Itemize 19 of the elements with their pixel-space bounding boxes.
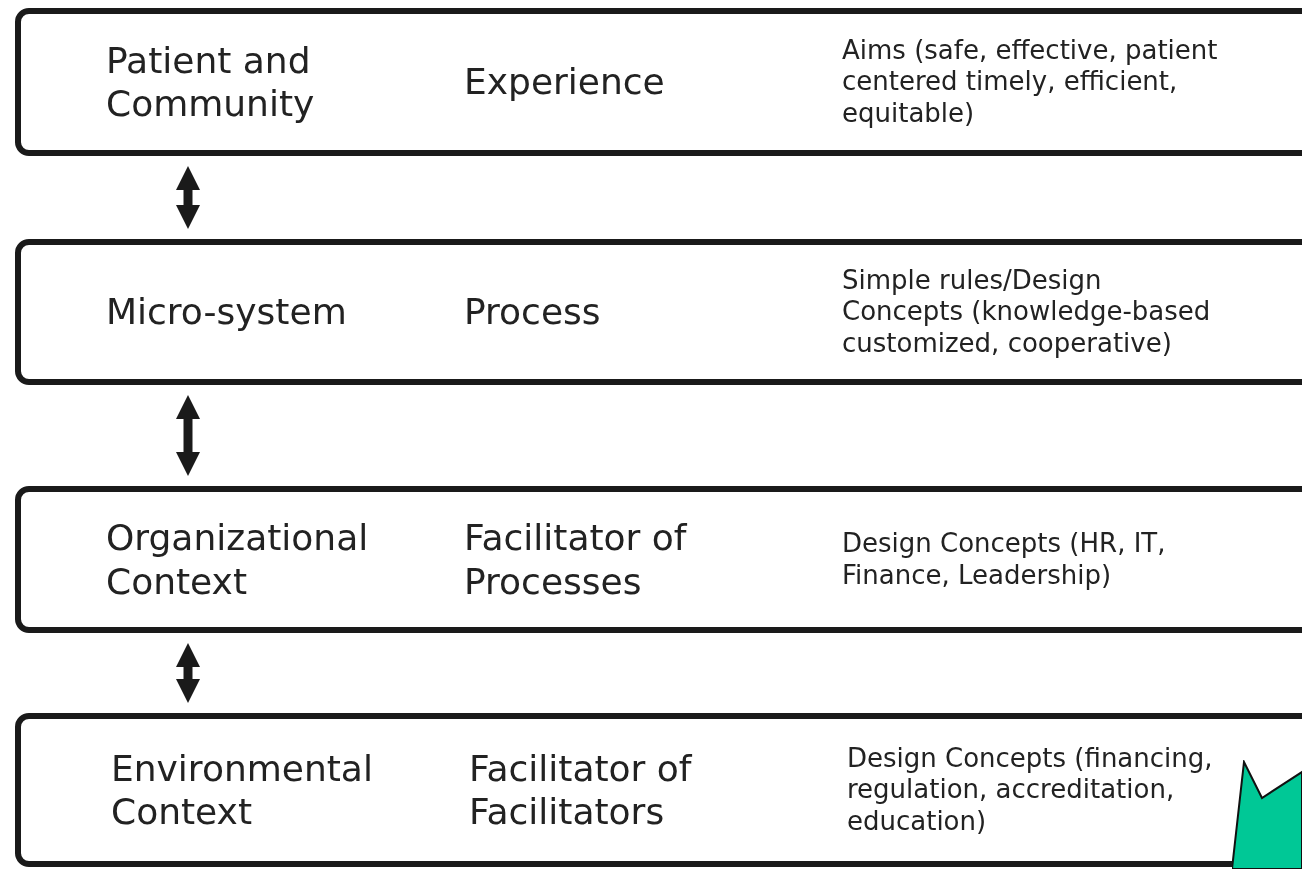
role-label: Process (464, 290, 602, 334)
level-band (15, 713, 1302, 867)
level-band (15, 8, 1302, 156)
double-arrow (176, 166, 200, 229)
description-text: Design Concepts (financing, regulation, accreditation, education) (847, 743, 1214, 837)
role-label: Experience (464, 60, 666, 104)
level-label: Patient and Community (106, 38, 316, 126)
level-band (15, 239, 1302, 385)
role-label: Facilitator of Facilitators (469, 746, 693, 834)
double-arrow (176, 395, 200, 476)
level-label: Organizational Context (106, 516, 370, 603)
level-label: Environmental Context (111, 746, 374, 834)
description-text: Aims (safe, effective, patient centered timely, efficient, equitable) (842, 35, 1219, 129)
description-text: Simple rules/Design Concepts (knowledge-based customized, cooperative) (842, 265, 1212, 359)
level-band (15, 486, 1302, 633)
description-text: Design Concepts (HR, IT, Finance, Leadership) (842, 528, 1167, 591)
role-label: Facilitator of Processes (464, 516, 688, 603)
level-label: Micro-system (106, 290, 348, 334)
double-arrow (176, 643, 200, 703)
